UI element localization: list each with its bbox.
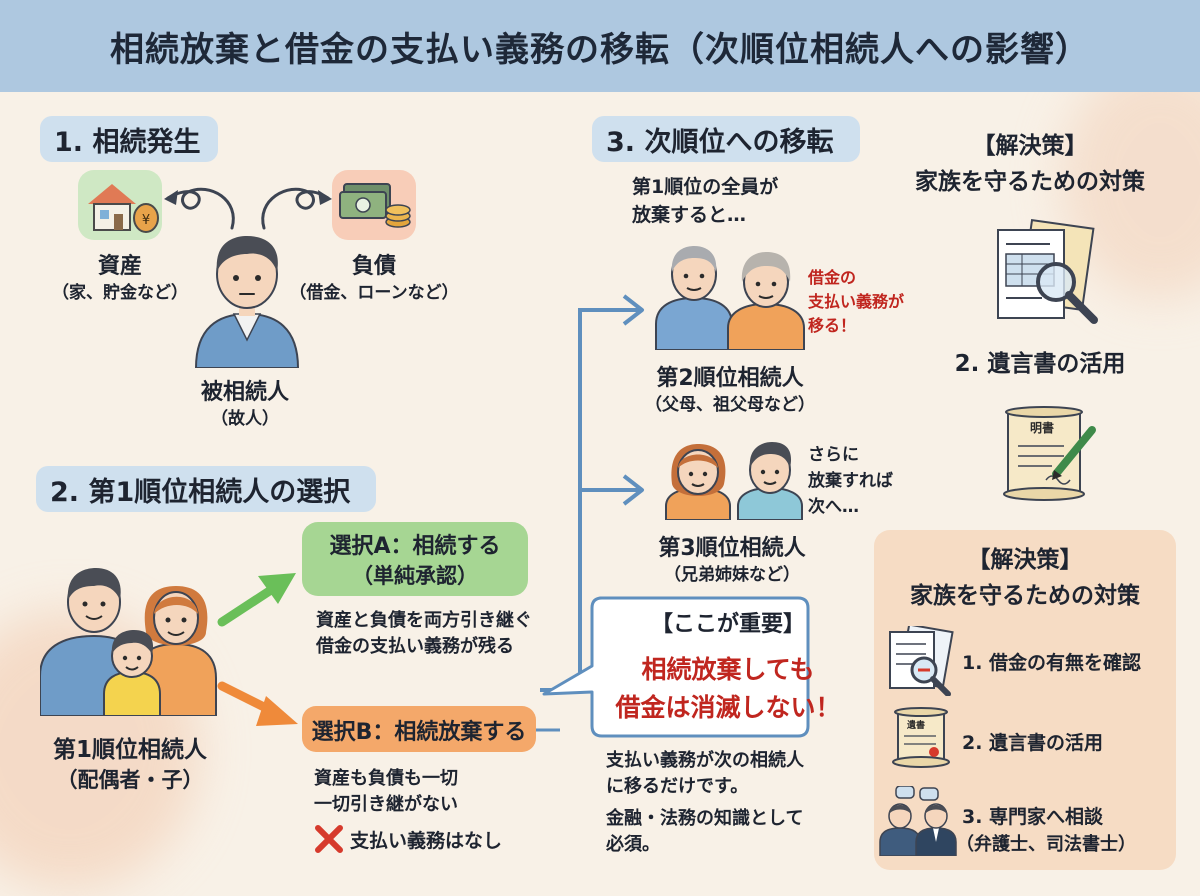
section1-heading: 1. 相続発生	[40, 116, 218, 162]
family-icon	[40, 568, 217, 716]
further-line1: さらに	[808, 445, 859, 465]
arrowhead	[318, 190, 332, 205]
siblings-icon	[665, 442, 803, 520]
solution-item1: 1. 借金の有無を確認	[962, 652, 1142, 674]
banknote-coins-icon	[332, 170, 416, 240]
section3-heading: 3. 次順位への移転	[592, 116, 860, 162]
choice-b-desc2: 一切引き継がない	[314, 794, 458, 815]
page-title: 相続放棄と借金の支払い義務の移転（次順位相続人への影響）	[110, 29, 1090, 70]
second-heir-sub: （父母、祖父母など）	[645, 395, 815, 415]
cross-icon	[315, 825, 343, 853]
choice-a-sub: （単純承認）	[352, 564, 478, 588]
intro-line2: 放棄すると…	[632, 204, 747, 226]
important-line2: 借金は消滅しない！	[615, 693, 841, 722]
choice-a-desc1: 資産と負債を両方引き継ぐ	[316, 610, 532, 631]
third-heir-label: 第3順位相続人	[658, 536, 806, 561]
important-heading: 【ここが重要】	[650, 612, 805, 637]
consultants-icon	[879, 786, 957, 856]
transfer-line1: 借金の	[808, 268, 857, 287]
second-heir-label: 第2順位相続人	[656, 366, 804, 391]
important-desc4: 必須。	[606, 834, 660, 855]
choice-b-title: 選択B：相続放棄する	[311, 720, 527, 745]
svg-text:遺書: 遺書	[906, 719, 925, 731]
house-money-icon: ¥	[78, 170, 162, 240]
important-desc1: 支払い義務が次の相続人	[606, 750, 804, 771]
decedent-man-icon	[194, 236, 300, 368]
further-line2: 放棄すれば	[808, 471, 893, 491]
title-banner: 相続放棄と借金の支払い義務の移転（次順位相続人への影響）	[0, 0, 1200, 92]
choice-a-title: 選択A：相続する	[329, 534, 501, 559]
first-heir-sub: （配偶者・子）	[56, 768, 204, 792]
svg-text:¥: ¥	[142, 213, 150, 228]
solution-item3-line2: （弁護士、司法書士）	[956, 834, 1136, 855]
choice-a-desc2: 借金の支払い義務が残る	[316, 636, 514, 657]
debt-sub: （借金、ローンなど）	[289, 283, 459, 303]
transfer-line2: 支払い義務が	[808, 292, 905, 311]
intro-line1: 第1順位の全員が	[632, 176, 779, 198]
green-arrow	[217, 583, 279, 627]
important-desc2: に移るだけです。	[606, 776, 749, 797]
curved-arrow-to-asset	[166, 187, 235, 230]
arrowhead	[164, 190, 178, 205]
document-search-icon	[889, 626, 954, 696]
transfer-line3: 移る！	[808, 316, 857, 335]
asset-label: 資産	[97, 254, 142, 279]
will-scroll-icon: 遺書	[892, 707, 950, 768]
choice-b-desc1: 資産も負債も一切	[314, 768, 458, 789]
svg-text:明書: 明書	[1030, 420, 1054, 435]
solution-item3-line1: 3. 専門家へ相談	[962, 806, 1104, 828]
important-desc3: 金融・法務の知識として	[606, 808, 804, 829]
third-heir-sub: （兄弟姉妹など）	[664, 565, 800, 585]
document-magnifier-icon	[997, 218, 1098, 324]
solution-top-heading1: 【解決策】	[972, 133, 1088, 159]
debt-label: 負債	[351, 254, 396, 279]
solution-box-heading2: 家族を守るための対策	[910, 583, 1140, 609]
choice-b-note: 支払い義務はなし	[350, 830, 503, 852]
choice-a-box: 選択A：相続する （単純承認）	[302, 522, 528, 596]
important-line1: 相続放棄しても	[641, 655, 815, 684]
first-heir-label: 第1順位相続人	[52, 737, 207, 763]
solution-top-heading2: 家族を守るための対策	[915, 169, 1145, 195]
solution-top-item: 2. 遺言書の活用	[954, 351, 1126, 377]
solution-panel	[874, 530, 1176, 870]
curved-arrow-to-debt	[261, 187, 330, 230]
speech-bubble	[542, 596, 810, 738]
section2-heading: 2. 第1順位相続人の選択	[36, 466, 376, 512]
asset-sub: （家、貯金など）	[52, 283, 188, 303]
will-scroll-pen-icon: 明書	[1003, 406, 1096, 501]
grandparents-icon	[655, 246, 805, 350]
decedent-label: 被相続人	[200, 380, 289, 405]
choice-b-box: 選択B：相続放棄する	[302, 706, 536, 752]
solution-item2: 2. 遺言書の活用	[962, 732, 1104, 754]
solution-box-heading1: 【解決策】	[967, 547, 1083, 573]
decedent-sub: （故人）	[211, 409, 279, 429]
further-line3: 次へ…	[808, 497, 859, 517]
